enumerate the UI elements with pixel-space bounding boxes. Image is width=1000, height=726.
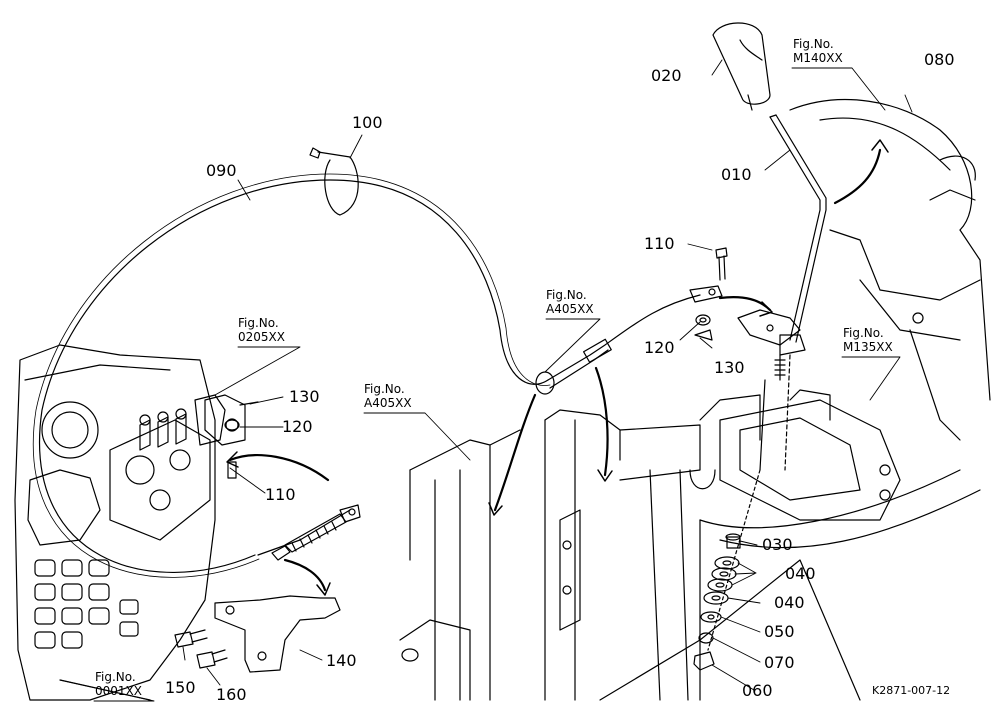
fig-ref-a405-top-line2: A405XX	[546, 301, 594, 316]
fig-ref-m140-line1: Fig.No.	[793, 37, 834, 51]
fig-ref-a405-left: Fig.No. A405XX	[364, 382, 412, 411]
part-label-020: 020	[651, 66, 682, 85]
part-label-160: 160	[216, 685, 247, 704]
leader-lines	[59, 59, 913, 702]
throttle-cable-drawing	[32, 147, 723, 578]
part-label-070: 070	[764, 653, 795, 672]
shift-lever-drawing	[712, 22, 827, 471]
part-label-130-left: 130	[289, 387, 320, 406]
fig-ref-a405-top-line1: Fig.No.	[546, 288, 587, 302]
fig-ref-a405-top: Fig.No. A405XX	[546, 288, 594, 317]
part-label-060: 060	[742, 681, 773, 700]
engine-block-drawing	[14, 344, 239, 701]
fig-ref-0001-line2: 0001XX	[95, 683, 142, 698]
assembly-arrows	[226, 139, 889, 596]
fig-ref-m135-line2: M135XX	[843, 339, 893, 354]
part-label-110-left: 110	[265, 485, 296, 504]
fig-ref-a405-left-line2: A405XX	[364, 395, 412, 410]
fig-ref-m135-line1: Fig.No.	[843, 326, 884, 340]
hardware-drawing	[174, 247, 761, 673]
part-label-100: 100	[352, 113, 383, 132]
part-label-080: 080	[924, 50, 955, 69]
fig-ref-0205-line2: 0205XX	[238, 329, 285, 344]
part-label-040-lower: 040	[774, 593, 805, 612]
drawing-code: K2871-007-12	[872, 684, 951, 697]
fig-ref-0205-line1: Fig.No.	[238, 316, 279, 330]
part-label-050: 050	[764, 622, 795, 641]
part-label-120-left: 120	[282, 417, 313, 436]
part-label-140: 140	[326, 651, 357, 670]
fig-ref-0001: Fig.No. 0001XX	[95, 670, 142, 699]
fig-ref-0001-line1: Fig.No.	[95, 670, 136, 684]
frame-bracket-drawing	[399, 99, 991, 701]
part-label-120-top: 120	[644, 338, 675, 357]
part-label-030: 030	[762, 535, 793, 554]
fig-ref-m135: Fig.No. M135XX	[843, 326, 893, 355]
fig-ref-m140: Fig.No. M140XX	[793, 37, 843, 66]
part-label-040-upper: 040	[785, 564, 816, 583]
fig-ref-a405-left-line1: Fig.No.	[364, 382, 405, 396]
part-label-090: 090	[206, 161, 237, 180]
part-label-150: 150	[165, 678, 196, 697]
part-label-110-top: 110	[644, 234, 675, 253]
part-label-010: 010	[721, 165, 752, 184]
fig-ref-m140-line2: M140XX	[793, 50, 843, 65]
part-label-130-top: 130	[714, 358, 745, 377]
fig-ref-0205: Fig.No. 0205XX	[238, 316, 285, 345]
